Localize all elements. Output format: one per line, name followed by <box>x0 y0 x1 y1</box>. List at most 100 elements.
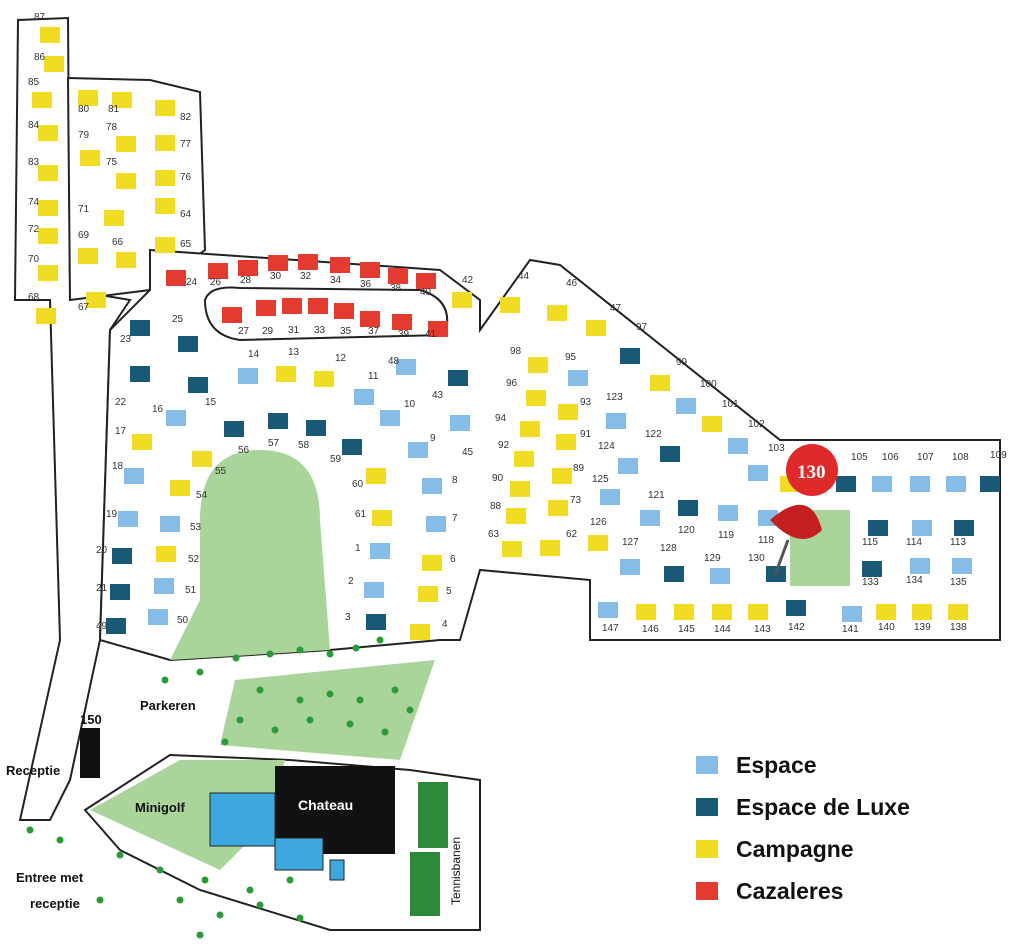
lot-3-label: 3 <box>345 612 351 623</box>
lot-18-label: 18 <box>112 461 124 472</box>
lot-38-swatch <box>388 268 408 284</box>
lot-37-swatch <box>360 311 380 327</box>
lot-113-label: 113 <box>950 537 966 548</box>
lot-90-swatch <box>510 481 530 497</box>
lot-4-label: 4 <box>442 619 448 630</box>
legend-item-cazaleres: Cazaleres <box>696 870 996 912</box>
tree-dot <box>236 716 244 724</box>
lot-42-label: 42 <box>462 275 474 286</box>
lot-138-swatch <box>948 604 968 620</box>
lot-63-swatch <box>502 541 522 557</box>
lot-95-swatch <box>568 370 588 386</box>
lot-55-swatch <box>192 451 212 467</box>
tree-dot <box>156 866 164 874</box>
lot-55-label: 55 <box>215 466 227 477</box>
lot-147-swatch <box>598 602 618 618</box>
lot-122-swatch <box>660 446 680 462</box>
lot-146-swatch <box>636 604 656 620</box>
lot-67-label: 67 <box>78 302 90 313</box>
tree-dot <box>26 826 34 834</box>
lot-50-swatch <box>148 609 168 625</box>
tree-dot <box>406 706 414 714</box>
chateau-label: Chateau <box>298 797 353 813</box>
lot-57-swatch <box>268 413 288 429</box>
lot-133-swatch <box>862 561 882 577</box>
lot-143-swatch <box>748 604 768 620</box>
lot-13-label: 13 <box>288 347 300 358</box>
lot-49-label: 49 <box>96 621 108 632</box>
lot-29-swatch <box>256 300 276 316</box>
lot-86-swatch <box>44 56 64 72</box>
lot-84-label: 84 <box>28 120 40 131</box>
lot-16-swatch <box>166 410 186 426</box>
lot-64-swatch <box>155 198 175 214</box>
tree-dot <box>221 738 229 746</box>
lot-48-swatch <box>396 359 416 375</box>
pin-label: 130 <box>797 462 826 483</box>
lot-10-label: 10 <box>404 399 416 410</box>
lot-40-label: 40 <box>420 287 432 298</box>
lot-28-label: 28 <box>240 275 252 286</box>
lot-108-swatch <box>946 476 966 492</box>
legend-item-espace: Espace <box>696 744 996 786</box>
lot-119-label: 119 <box>718 530 734 541</box>
lot-7-label: 7 <box>452 513 458 524</box>
lot-73-label: 73 <box>570 495 582 506</box>
lot-133-label: 133 <box>862 577 879 588</box>
tree-dot <box>201 876 209 884</box>
lot-24-label: 24 <box>186 277 198 288</box>
lot-11-label: 11 <box>368 371 379 382</box>
lot-144-swatch <box>712 604 732 620</box>
lot-71-label: 71 <box>78 204 90 215</box>
lot-72-label: 72 <box>28 224 40 235</box>
lot-145-label: 145 <box>678 624 695 635</box>
lot-1-label: 1 <box>355 543 361 554</box>
lot-120-label: 120 <box>678 525 695 536</box>
lot-48-label: 48 <box>388 356 400 367</box>
lot-107-swatch <box>910 476 930 492</box>
lot-58-swatch <box>306 420 326 436</box>
lot-23-label: 23 <box>120 334 132 345</box>
lot-142-swatch <box>786 600 806 616</box>
lot-80-label: 80 <box>78 104 90 115</box>
lot-103-label: 103 <box>768 443 785 454</box>
lower-lawn <box>220 660 435 760</box>
tree-dot <box>326 650 334 658</box>
lot-2-label: 2 <box>348 576 354 587</box>
lot-53-label: 53 <box>190 522 202 533</box>
lot-47-swatch <box>586 320 606 336</box>
legend-item-espace-de-luxe: Espace de Luxe <box>696 786 996 828</box>
lot-31-swatch <box>282 298 302 314</box>
lot-56-label: 56 <box>238 445 250 456</box>
tree-dot <box>296 696 304 704</box>
lot-72-swatch <box>38 228 58 244</box>
lot-123-swatch <box>606 413 626 429</box>
lot-49-swatch <box>106 618 126 634</box>
reception-lot-label: 150 <box>80 712 102 727</box>
lot-25-swatch <box>178 336 198 352</box>
lot-96-label: 96 <box>506 378 518 389</box>
lot-76-label: 76 <box>180 172 192 183</box>
lot-78-label: 78 <box>106 122 118 133</box>
tree-dot <box>196 931 204 939</box>
lot-101-label: 101 <box>722 399 739 410</box>
lot-15-swatch <box>188 377 208 393</box>
lot-83-swatch <box>38 165 58 181</box>
lot-16-label: 16 <box>152 404 164 415</box>
lot-91-label: 91 <box>580 429 592 440</box>
tree-dot <box>381 728 389 736</box>
lot-85-label: 85 <box>28 77 40 88</box>
lot-98-swatch <box>528 357 548 373</box>
lot-59-swatch <box>342 439 362 455</box>
tree-dot <box>266 650 274 658</box>
lot-3-swatch <box>366 614 386 630</box>
lot-84-swatch <box>38 125 58 141</box>
legend-label: Espace de Luxe <box>736 793 910 820</box>
lot-127-swatch <box>620 559 640 575</box>
lot-19-swatch <box>118 511 138 527</box>
swatch-campagne <box>696 840 718 858</box>
lot-10-swatch <box>380 410 400 426</box>
lot-5-swatch <box>418 586 438 602</box>
lot-34-label: 34 <box>330 275 342 286</box>
lot-33-label: 33 <box>314 325 326 336</box>
